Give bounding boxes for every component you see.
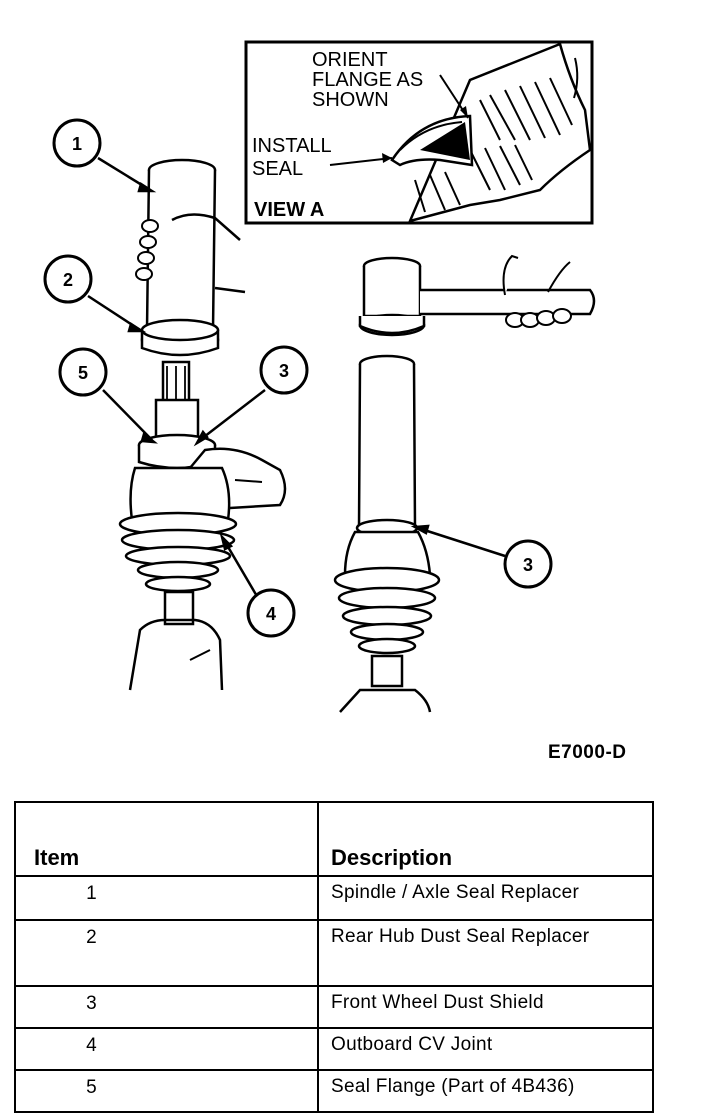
view-a-install-label-2: SEAL (252, 158, 303, 180)
table-row: 3 Front Wheel Dust Shield (14, 985, 654, 1029)
callout-4: 4 (246, 588, 296, 638)
figure-code: E7000-D (548, 742, 627, 763)
row-description: Rear Hub Dust Seal Replacer (317, 919, 654, 987)
svg-text:1: 1 (72, 134, 82, 154)
row-description: Outboard CV Joint (317, 1027, 654, 1071)
callout-3-right: 3 (503, 539, 553, 589)
row-item-number: 3 (14, 985, 319, 1029)
table-header-row: Item Description (14, 801, 654, 877)
right-assembly (333, 254, 596, 713)
callout-3-left: 3 (259, 345, 309, 395)
header-item: Item (14, 801, 319, 877)
table-row: 1 Spindle / Axle Seal Replacer (14, 875, 654, 921)
left-assembly (118, 158, 287, 691)
service-illustration: ORIENT FLANGE AS SHOWN INSTALL SEAL VIEW… (43, 40, 596, 713)
view-a-orient-label-3: SHOWN (312, 89, 389, 111)
view-a-orient-label-2: FLANGE AS (312, 69, 423, 91)
callout-1: 1 (52, 118, 102, 168)
table-row: 2 Rear Hub Dust Seal Replacer (14, 919, 654, 987)
svg-text:4: 4 (266, 604, 276, 624)
callout-2: 2 (43, 254, 93, 304)
callout-5: 5 (58, 347, 108, 397)
row-item-number: 5 (14, 1069, 319, 1113)
view-a-title: VIEW A (254, 199, 324, 221)
view-a-install-label-1: INSTALL (252, 135, 332, 157)
svg-text:3: 3 (523, 555, 533, 575)
svg-text:5: 5 (78, 363, 88, 383)
view-a-inset: ORIENT FLANGE AS SHOWN INSTALL SEAL VIEW… (244, 40, 594, 225)
svg-text:2: 2 (63, 270, 73, 290)
row-description: Spindle / Axle Seal Replacer (317, 875, 654, 921)
parts-table: Item Description 1 Spindle / Axle Seal R… (14, 801, 654, 1113)
row-item-number: 4 (14, 1027, 319, 1071)
callout-leaders (87, 156, 506, 599)
table-row: 5 Seal Flange (Part of 4B436) (14, 1069, 654, 1113)
view-a-orient-label-1: ORIENT (312, 49, 388, 71)
row-item-number: 1 (14, 875, 319, 921)
row-item-number: 2 (14, 919, 319, 987)
svg-text:3: 3 (279, 361, 289, 381)
header-description: Description (317, 801, 654, 877)
row-description: Seal Flange (Part of 4B436) (317, 1069, 654, 1113)
table-row: 4 Outboard CV Joint (14, 1027, 654, 1071)
row-description: Front Wheel Dust Shield (317, 985, 654, 1029)
